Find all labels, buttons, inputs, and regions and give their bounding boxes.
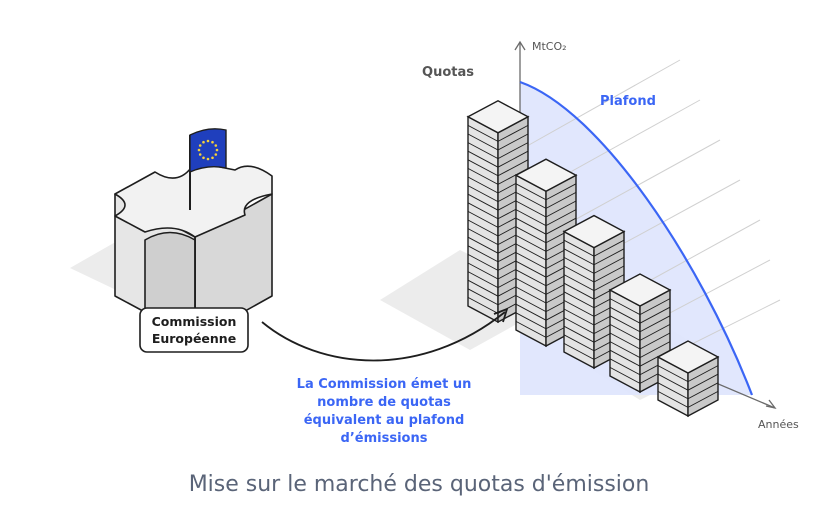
y-axis-label: MtCO₂ <box>532 40 567 53</box>
flag-star <box>202 156 205 160</box>
flag-star <box>197 148 201 152</box>
annotation-line-2: nombre de quotas <box>317 395 451 410</box>
flag-star <box>211 140 214 144</box>
emissions-diagram: Commission Européenne MtCO₂ Quotas Plafo… <box>70 40 799 446</box>
quotas-label: Quotas <box>422 65 474 80</box>
annotation-line-4: d’émissions <box>341 431 428 446</box>
flag-star <box>214 153 218 156</box>
flag-star <box>206 139 210 143</box>
quota-stack-5 <box>656 340 720 418</box>
issue-arrow-head <box>493 307 509 323</box>
flag-star <box>211 156 214 160</box>
quota-stack-3 <box>562 214 626 370</box>
caption: Mise sur le marché des quotas d'émission <box>188 472 650 497</box>
commission-label: Commission Européenne <box>139 307 249 353</box>
quota-stacks <box>466 100 720 418</box>
annotation: La Commission émet un nombre de quotas é… <box>297 377 472 446</box>
eu-flag-icon <box>189 128 227 210</box>
commission-building <box>114 161 273 340</box>
flag-star <box>202 140 205 144</box>
plafond-label: Plafond <box>600 94 656 109</box>
annotation-line-3: équivalent au plafond <box>304 413 465 428</box>
quota-stack-4 <box>608 273 672 394</box>
commission-label-line1: Commission <box>152 314 237 329</box>
flag-star <box>215 148 219 152</box>
issue-arrow <box>261 311 506 362</box>
flag-star <box>198 144 202 147</box>
flag-star <box>198 153 202 156</box>
plafond-curve <box>519 80 754 396</box>
quota-stack-2 <box>514 158 578 348</box>
annotation-line-1: La Commission émet un <box>297 377 472 392</box>
flag-star <box>206 157 210 161</box>
flag-star <box>214 144 218 147</box>
x-axis-label: Années <box>758 418 799 431</box>
commission-label-line2: Européenne <box>152 331 236 346</box>
